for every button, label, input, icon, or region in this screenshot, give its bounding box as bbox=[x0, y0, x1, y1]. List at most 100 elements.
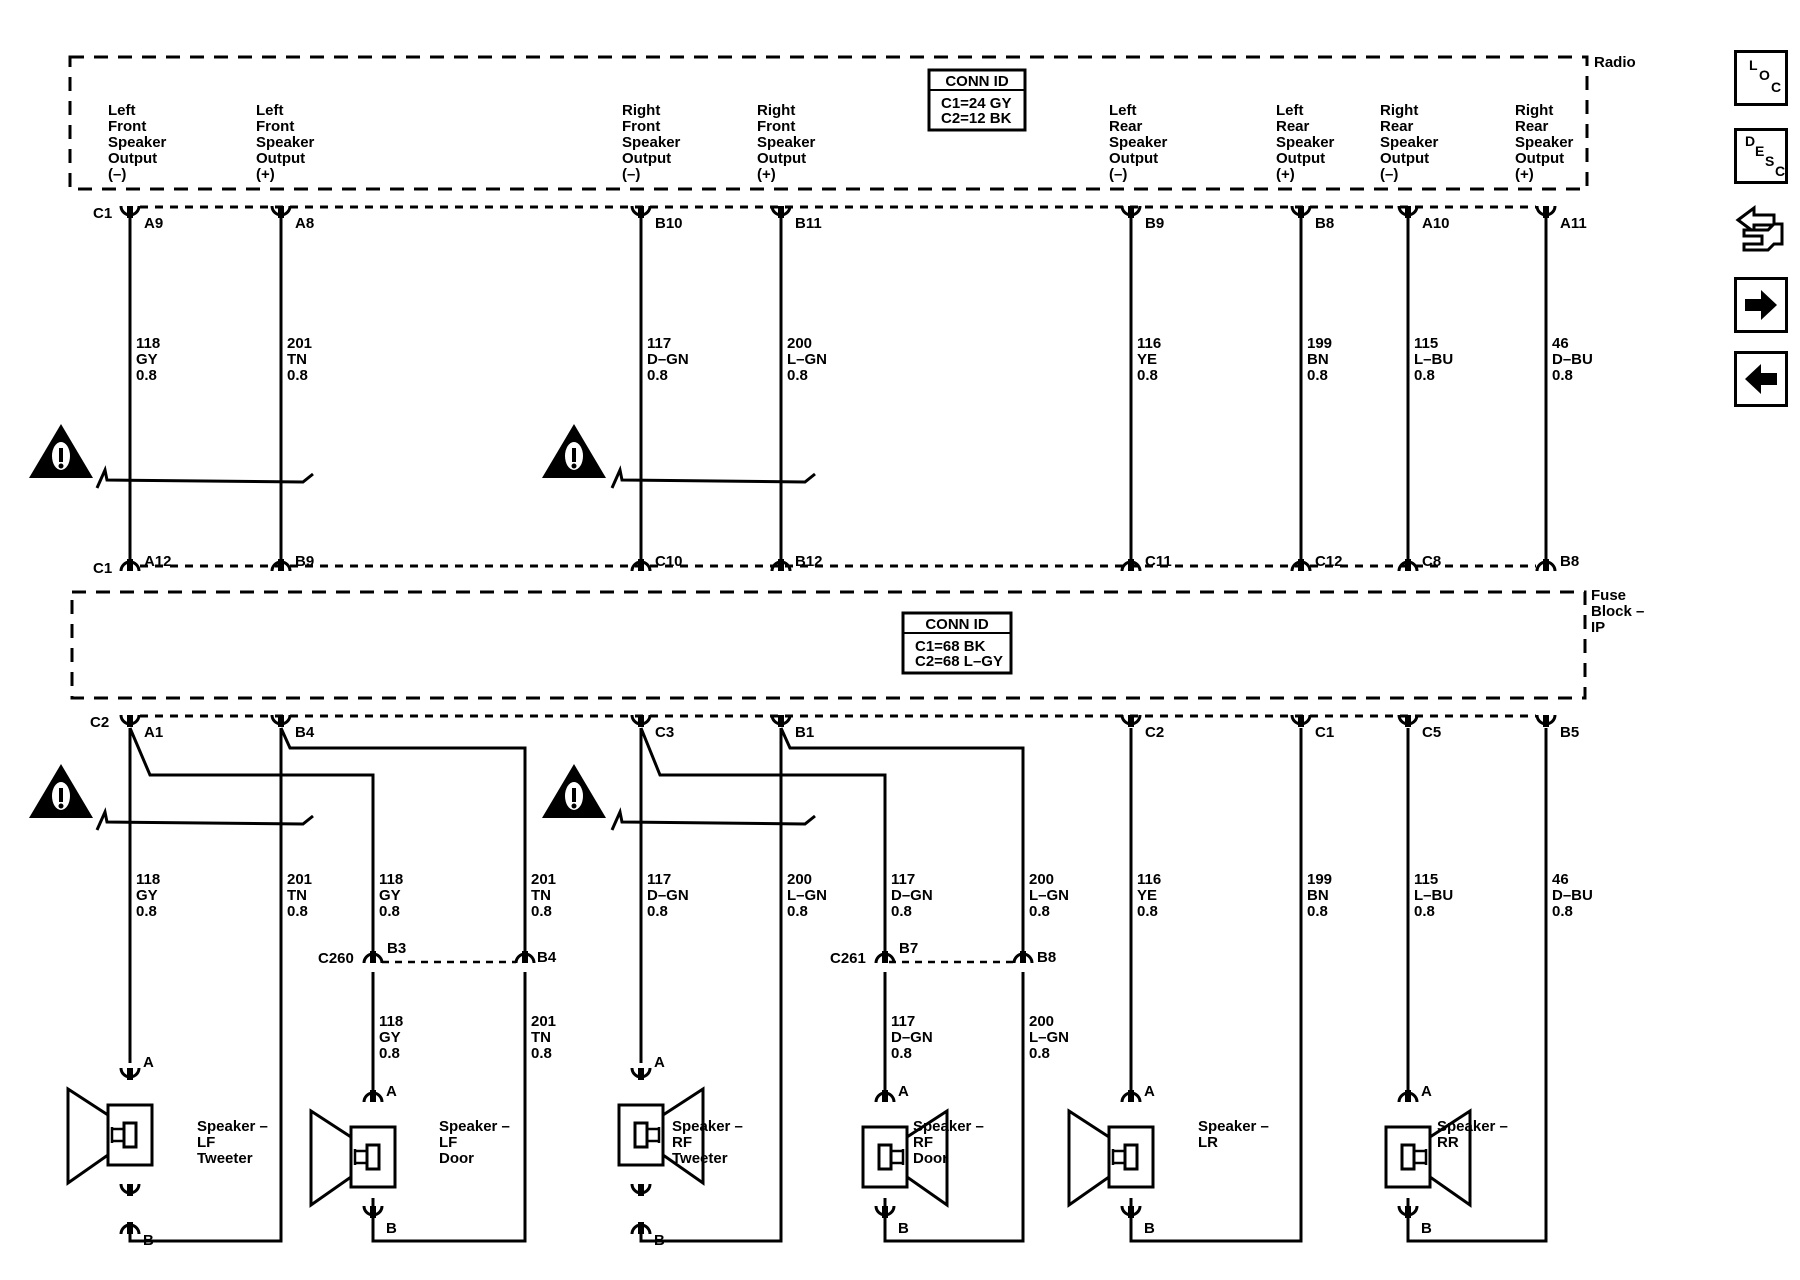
connector-pin bbox=[1128, 1090, 1134, 1102]
output-label: Speaker bbox=[757, 134, 816, 151]
connector-pin bbox=[882, 1090, 888, 1102]
fuse-bottom-pin-label: B5 bbox=[1560, 724, 1579, 741]
output-label: (+) bbox=[757, 166, 776, 183]
output-label: Left bbox=[1109, 102, 1137, 119]
nav-letter: O bbox=[1759, 67, 1770, 83]
wire-label-lower: 0.8 bbox=[1414, 903, 1435, 920]
radio-pin-label: A11 bbox=[1560, 215, 1587, 232]
speaker-magnet bbox=[633, 1121, 649, 1149]
speaker-pin-a bbox=[874, 1090, 896, 1103]
speaker-pin-b bbox=[119, 1183, 141, 1196]
wire-rr-b bbox=[1406, 728, 1548, 1243]
connector-pin bbox=[778, 559, 784, 571]
wire-label-lower: TN bbox=[531, 887, 551, 904]
wire-label-lower: 200 bbox=[1029, 871, 1054, 888]
twisted-pair-marker bbox=[95, 465, 314, 489]
connector-pin bbox=[127, 559, 133, 571]
output-label: Right bbox=[1515, 102, 1553, 119]
connector-pin bbox=[278, 559, 284, 571]
nav-letter: C bbox=[1775, 163, 1786, 179]
fuse-block-frame bbox=[70, 590, 1587, 700]
wire-label-lower: TN bbox=[287, 887, 307, 904]
output-label: Output bbox=[1515, 150, 1564, 167]
speaker-label: Speaker – bbox=[439, 1118, 510, 1135]
radio-conn-id-title: CONN ID bbox=[945, 73, 1009, 90]
radio-conn-id-line: C2=12 BK bbox=[941, 110, 1012, 127]
wire-c260-b bbox=[371, 972, 527, 1243]
connector-end-view-icon bbox=[1735, 205, 1784, 252]
fuse-conn-id-line: C1=68 BK bbox=[915, 638, 986, 655]
wire-label-door: 117 bbox=[891, 1013, 915, 1030]
speaker-pin-a-label: A bbox=[654, 1054, 665, 1071]
radio-pin-label: B8 bbox=[1315, 215, 1334, 232]
twisted-pair-marker bbox=[95, 807, 314, 831]
radio-pin-label: A9 bbox=[144, 215, 163, 232]
wire-label-lower: 117 bbox=[647, 871, 671, 888]
fuse-connector-top-cavity bbox=[270, 559, 292, 572]
connector-pin bbox=[522, 951, 528, 963]
speaker-label: Speaker – bbox=[672, 1118, 743, 1135]
connector-pin bbox=[1543, 715, 1549, 727]
output-label: Speaker bbox=[1380, 134, 1439, 151]
wire-label-lower: 201 bbox=[287, 871, 312, 888]
speaker-label: RR bbox=[1437, 1134, 1459, 1151]
speaker-symbol bbox=[617, 1086, 705, 1186]
fuse-connector-bottom-cavity bbox=[270, 714, 292, 727]
speaker-label: Tweeter bbox=[672, 1150, 728, 1167]
speaker-cone bbox=[1428, 1108, 1472, 1208]
wire-label-upper: 200 bbox=[787, 335, 812, 352]
wire-label-lower: D–BU bbox=[1552, 887, 1593, 904]
wire-label-lower: 0.8 bbox=[1307, 903, 1328, 920]
fuse-top-pin-label: C11 bbox=[1145, 553, 1172, 570]
speaker-cone bbox=[905, 1108, 949, 1208]
wire-label-door: 201 bbox=[531, 1013, 556, 1030]
fuse-connector-bottom-cavity bbox=[770, 714, 792, 727]
radio-pin-label: A8 bbox=[295, 215, 314, 232]
c261-cavity-b7 bbox=[874, 951, 896, 964]
wire-label-lower: 0.8 bbox=[787, 903, 808, 920]
fuse-bottom-pin-label: C3 bbox=[655, 724, 674, 741]
speaker-label: LF bbox=[439, 1134, 457, 1151]
next-page-button[interactable] bbox=[1734, 277, 1788, 333]
wire-label-upper: GY bbox=[136, 351, 158, 368]
fuse-top-pin-label: C10 bbox=[655, 553, 683, 570]
wire-label-door: 0.8 bbox=[379, 1045, 400, 1062]
caution-mark bbox=[571, 463, 577, 469]
wire-label-lower: D–GN bbox=[647, 887, 689, 904]
nav-letter: C bbox=[1771, 79, 1782, 95]
wire-label-lower: YE bbox=[1137, 887, 1157, 904]
speaker-pin-a bbox=[630, 1067, 652, 1080]
connector-pin bbox=[278, 715, 284, 727]
connector-end-view-button[interactable] bbox=[1734, 200, 1788, 256]
speaker-pin-b-label: B bbox=[1421, 1220, 1432, 1237]
wire-label-lower: 200 bbox=[787, 871, 812, 888]
caution-mark bbox=[59, 788, 63, 802]
output-label: (–) bbox=[622, 166, 640, 183]
previous-page-button[interactable] bbox=[1734, 351, 1788, 407]
connector-pin bbox=[370, 1206, 376, 1218]
output-label: Rear bbox=[1515, 118, 1549, 135]
wire-label-door: 0.8 bbox=[891, 1045, 912, 1062]
connectors bbox=[119, 205, 1557, 1235]
speaker-symbol bbox=[1384, 1108, 1472, 1208]
fuse-conn-id-title: CONN ID bbox=[925, 616, 989, 633]
wire-label-upper: TN bbox=[287, 351, 307, 368]
wire-label-upper: 0.8 bbox=[1137, 367, 1158, 384]
wire-label-lower: 0.8 bbox=[531, 903, 552, 920]
wire-lf-door-a bbox=[128, 727, 375, 955]
connector-pin bbox=[127, 206, 133, 218]
connector-pin bbox=[638, 206, 644, 218]
radio-pin-label: B11 bbox=[795, 215, 822, 232]
radio-connector-cavity bbox=[119, 205, 141, 218]
wire-label-lower: 0.8 bbox=[287, 903, 308, 920]
fuse-top-pin-label: C12 bbox=[1315, 553, 1343, 570]
wire-label-lower: GY bbox=[379, 887, 401, 904]
fuse-block-label: Block – bbox=[1591, 603, 1644, 620]
connector-pin bbox=[1128, 1206, 1134, 1218]
speaker-label: LR bbox=[1198, 1134, 1218, 1151]
fuse-connector-bottom-cavity bbox=[119, 714, 141, 727]
speaker-pin-b-label: B bbox=[143, 1232, 154, 1249]
c261-cavity-b8 bbox=[1012, 951, 1034, 964]
